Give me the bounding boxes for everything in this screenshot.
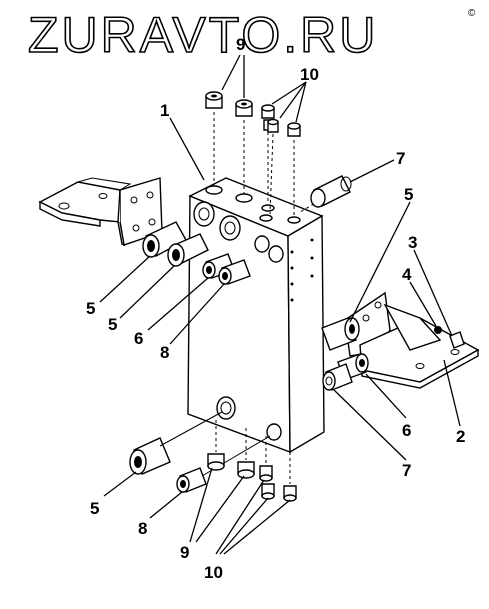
callout-9-bottom: 9 — [180, 543, 189, 562]
fitting-7-lower-right — [322, 363, 353, 391]
callout-5-upper-right: 5 — [404, 185, 413, 204]
callout-9-top: 9 — [236, 35, 245, 54]
callout-6-right: 6 — [402, 421, 411, 440]
bottom-fitting-10-b — [261, 483, 275, 500]
callout-4: 4 — [402, 265, 412, 284]
callout-1: 1 — [160, 101, 169, 120]
fitting-5-lower-left — [129, 411, 223, 475]
top-plug-9-left — [205, 91, 223, 186]
copyright-mark: © — [468, 8, 476, 19]
top-fitting-10-c — [287, 122, 301, 216]
left-mounting-bracket — [38, 177, 163, 247]
callout-5-left-upper: 5 — [86, 299, 95, 318]
bottom-fitting-10-a — [259, 436, 273, 482]
fitting-5-middle-left — [167, 233, 209, 267]
bottom-plug-9-right — [237, 428, 255, 479]
fitting-7-upper-right — [299, 175, 352, 213]
top-plug-9-right — [235, 99, 253, 194]
callout-10-top: 10 — [300, 65, 319, 84]
bottom-plug-9-left — [207, 420, 225, 471]
watermark: ZURAVTO.RU — [28, 7, 378, 63]
callout-5-lower: 5 — [90, 499, 99, 518]
fitting-5-upper-left — [142, 221, 187, 258]
valve-block-body — [187, 177, 325, 454]
callout-2: 2 — [456, 427, 465, 446]
callout-5-left-middle: 5 — [108, 315, 117, 334]
leader-lines — [99, 54, 461, 555]
bolt-4-3 — [434, 326, 465, 349]
bottom-fitting-10-c — [283, 446, 297, 502]
callout-3: 3 — [408, 233, 417, 252]
right-mounting-bracket — [344, 291, 480, 389]
callout-7-lower: 7 — [402, 461, 411, 480]
fitting-5-right — [321, 317, 360, 351]
top-fitting-10-b — [267, 118, 279, 215]
fitting-8-left — [218, 259, 251, 285]
callout-6-left: 6 — [134, 329, 143, 348]
callout-8-left: 8 — [160, 343, 169, 362]
callout-8-lower: 8 — [138, 519, 147, 538]
fitting-8-lower-left — [176, 435, 271, 493]
callout-10-bottom: 10 — [204, 563, 223, 582]
callout-7-upper: 7 — [396, 149, 405, 168]
